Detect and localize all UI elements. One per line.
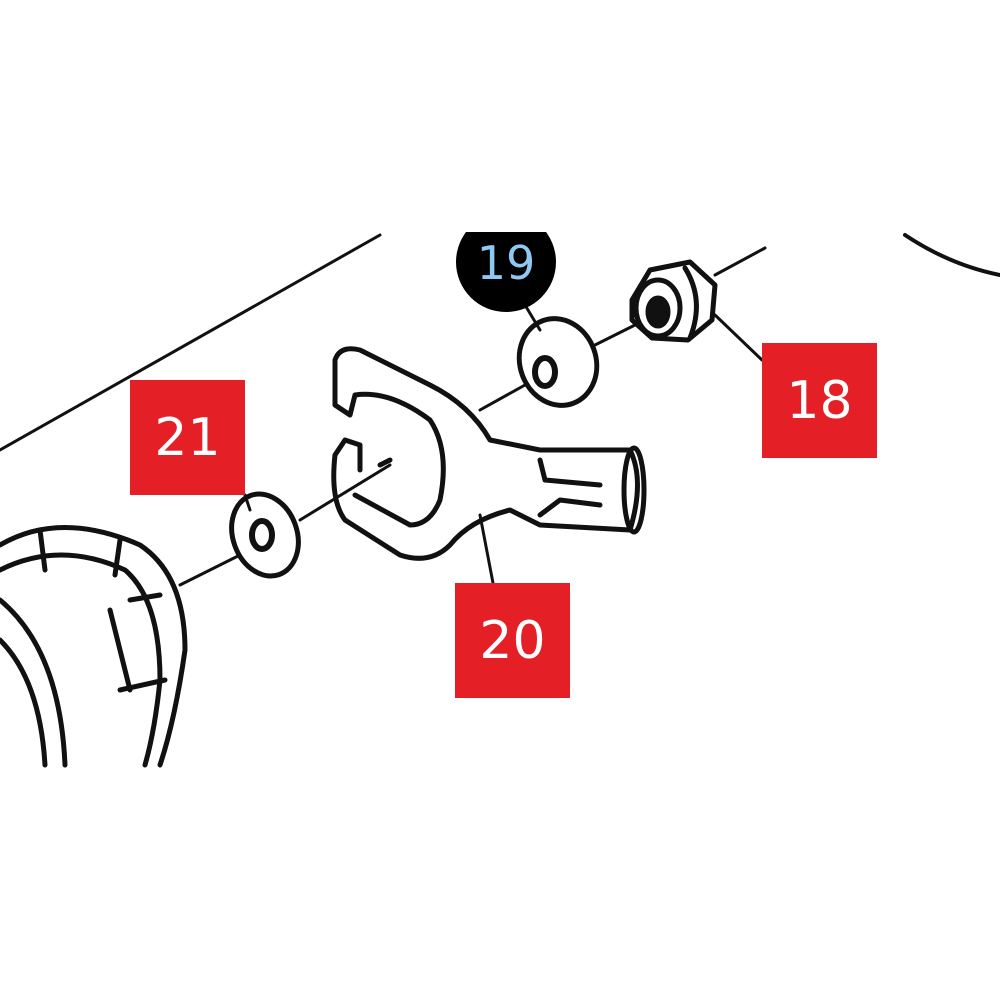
- axis-line: [593, 323, 637, 347]
- badge-19: 19: [456, 232, 556, 312]
- axis-line: [478, 383, 527, 412]
- washer-19: [516, 316, 600, 408]
- leader-line-20: [478, 513, 495, 585]
- callout-21: 21: [130, 380, 245, 495]
- washer-21: [229, 491, 301, 579]
- axis-line: [178, 553, 242, 587]
- motor-knob: [0, 525, 188, 768]
- leader-line-18: [713, 313, 764, 362]
- axis-line: [713, 246, 767, 277]
- nut-18: [629, 259, 718, 343]
- badge-19-label: 19: [476, 236, 536, 290]
- callout-20: 20: [455, 583, 570, 698]
- housing-curve: [903, 233, 1000, 277]
- callout-18: 18: [762, 343, 877, 458]
- housing-edge-line: [0, 233, 382, 452]
- axis-line: [298, 463, 392, 522]
- bracket-20: [331, 346, 647, 561]
